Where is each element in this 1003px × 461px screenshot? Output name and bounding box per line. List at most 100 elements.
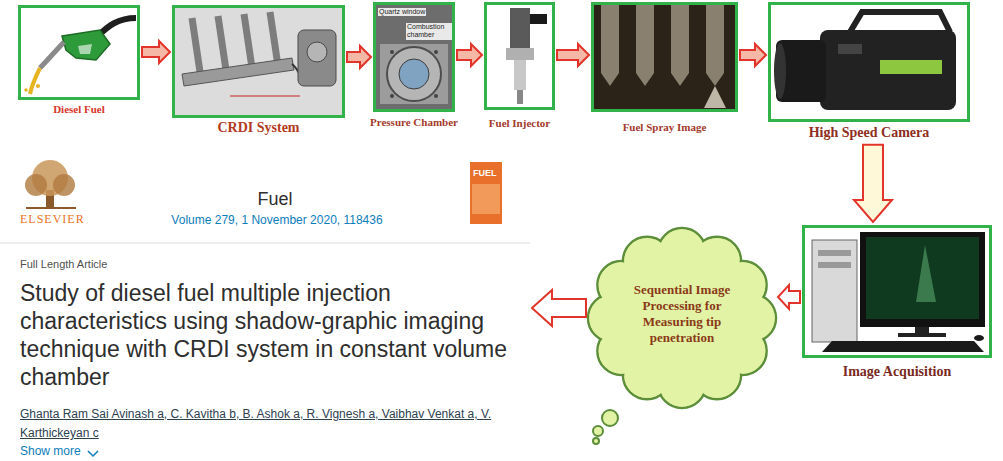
part-label: Quartz window xyxy=(378,8,426,16)
block-arrow xyxy=(740,44,766,66)
fuel-spray-picture-part xyxy=(601,5,619,73)
fuel-injector-picture-part xyxy=(517,90,523,104)
crdi-system-picture-part xyxy=(270,12,278,66)
header-rule-part xyxy=(0,243,530,244)
high-speed-camera-picture-part xyxy=(771,5,967,119)
thought-cloud: Sequential Image Processing for Measurin… xyxy=(588,228,776,414)
pressure-chamber-picture-part xyxy=(390,50,394,54)
computer-picture-part xyxy=(805,228,989,355)
step-label: High Speed Camera xyxy=(809,125,930,142)
fuel-spray-picture-part xyxy=(594,5,735,109)
block-arrow xyxy=(854,145,892,222)
image-box: CRDI System xyxy=(172,5,345,118)
step-label: Fuel Injector xyxy=(489,117,550,130)
step-label: Image Acquisition xyxy=(843,364,952,381)
fuel-nozzle-picture-part xyxy=(30,68,40,94)
article-type: Full Length Article xyxy=(20,258,107,271)
crdi-system-picture-part xyxy=(175,8,342,115)
block-arrow xyxy=(778,285,800,309)
step-label: Fuel Spray Image xyxy=(623,121,707,134)
fuel-injector-picture-part xyxy=(510,8,530,48)
fuel-spray-picture-part xyxy=(706,5,724,73)
fuel-nozzle-picture-part xyxy=(62,30,110,60)
paper-title: Study of diesel fuel multiple injection … xyxy=(20,279,520,391)
image-box: Pressure ChamberQuartz windowCombustion … xyxy=(373,2,455,112)
publisher-logo-tree xyxy=(25,160,76,208)
thought-bubble xyxy=(602,410,618,426)
crdi-system-picture-part xyxy=(218,16,226,70)
crdi-system-picture-part xyxy=(307,42,327,62)
fuel-spray-picture-part xyxy=(671,73,689,86)
computer-picture-part xyxy=(812,240,857,342)
cloud-text: Sequential Image Processing for Measurin… xyxy=(612,282,752,346)
paper-header: FuelVolume 279, 1 November 2020, 118436F… xyxy=(0,155,530,461)
block-arrow xyxy=(347,46,371,68)
high-speed-camera-picture-part xyxy=(850,12,950,32)
step-label: Diesel Fuel xyxy=(53,103,105,116)
high-speed-camera-picture-part xyxy=(820,30,956,110)
show-more-chevron xyxy=(88,451,98,456)
publisher-logo-text: ELSEVIER xyxy=(20,212,85,226)
computer-picture xyxy=(805,228,989,355)
crdi-system-picture xyxy=(175,8,342,115)
pressure-chamber-picture-part xyxy=(434,94,438,98)
high-speed-camera-picture-part xyxy=(774,43,786,99)
computer-picture-part xyxy=(860,232,985,327)
thought-bubble xyxy=(593,438,599,444)
fuel-nozzle-picture-part xyxy=(21,8,137,97)
computer-picture-part xyxy=(818,250,851,256)
high-speed-camera-picture xyxy=(771,5,967,119)
part-label: Combustion chamber xyxy=(406,23,452,40)
crdi-system-picture-part xyxy=(230,96,300,97)
fuel-spray-picture xyxy=(594,5,735,109)
fuel-injector-picture-part xyxy=(514,60,526,90)
header-rule xyxy=(0,243,530,244)
fuel-nozzle-picture xyxy=(21,8,137,97)
pressure-chamber-picture-part xyxy=(380,44,448,104)
show-more-link: Show more xyxy=(20,444,81,458)
fuel-nozzle-picture-part xyxy=(24,88,28,92)
fuel-injector-picture-part xyxy=(487,5,552,107)
high-speed-camera-picture-part xyxy=(838,44,862,54)
crdi-system-picture-part xyxy=(182,58,294,86)
journal-name: Fuel xyxy=(257,189,292,211)
image-box: Fuel Spray Image xyxy=(591,2,738,112)
volume-info: Volume 279, 1 November 2020, 118436 xyxy=(171,213,382,227)
step-label: CRDI System xyxy=(217,120,299,137)
fuel-spray-picture-part xyxy=(671,5,689,73)
thought-bubble xyxy=(593,426,603,436)
step-label: Pressure Chamber xyxy=(370,116,458,129)
publisher-logo-tree-part xyxy=(25,174,47,196)
fuel-nozzle-picture-part xyxy=(40,42,64,68)
high-speed-camera-picture-part xyxy=(880,60,942,74)
fuel-nozzle-picture-part xyxy=(98,18,136,36)
fuel-spray-picture-part xyxy=(636,73,654,86)
journal-cover-part xyxy=(470,162,502,224)
fuel-spray-picture-part xyxy=(601,73,619,86)
crdi-system-picture-part xyxy=(244,14,252,68)
show-more-chevron-part xyxy=(88,451,98,456)
fuel-spray-picture-part xyxy=(704,86,726,108)
block-arrow xyxy=(457,44,482,66)
fuel-injector-picture-part xyxy=(506,48,534,60)
journal-cover-title: FUEL xyxy=(473,168,497,179)
block-arrow xyxy=(557,44,589,66)
image-box: High Speed Camera xyxy=(768,2,970,122)
computer-picture-part xyxy=(898,333,946,337)
publisher-logo-tree-part xyxy=(26,207,76,209)
pressure-chamber-picture-part xyxy=(376,5,452,109)
fuel-injector-picture xyxy=(487,5,552,107)
block-arrow xyxy=(142,41,170,63)
image-box: Diesel Fuel xyxy=(18,5,140,100)
image-box: Fuel Injector xyxy=(484,2,555,110)
author-list: Ghanta Ram Sai Avinash a, C. Kavitha b, … xyxy=(20,405,515,443)
fuel-spray-picture-part xyxy=(706,73,724,86)
journal-cover-part xyxy=(472,184,500,214)
pressure-chamber-picture-part xyxy=(387,47,441,101)
cloud-body xyxy=(608,248,756,388)
computer-picture-part xyxy=(974,335,984,341)
pressure-chamber-picture xyxy=(376,5,452,109)
